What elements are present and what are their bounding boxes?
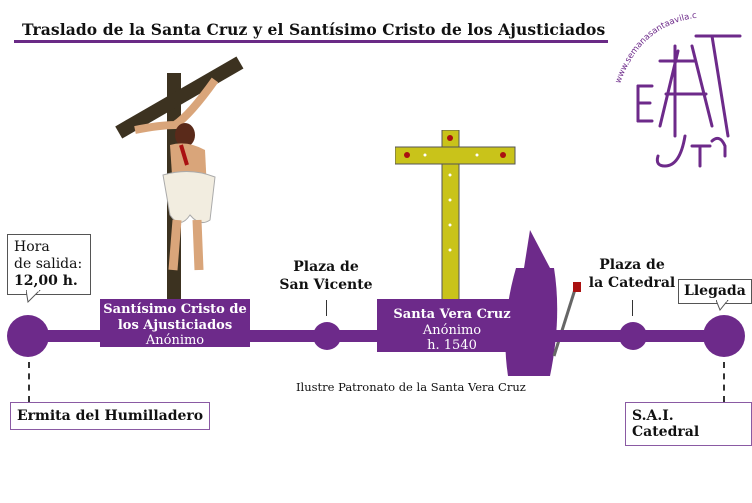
paso-cristo-author: Anónimo	[145, 333, 205, 348]
departure-line2: de salida:	[14, 256, 83, 272]
departure-time: 12,00 h.	[14, 273, 78, 289]
arrival-callout-pointer	[716, 300, 729, 311]
svg-text:www.semanasantaavila.com: www.semanasantaavila.com	[600, 6, 698, 85]
semana-santa-logo: www.semanasantaavila.com	[600, 6, 742, 168]
destination-label: S.A.I. Catedral	[625, 402, 752, 446]
page-title: Traslado de la Santa Cruz y el Santísimo…	[22, 20, 606, 39]
brotherhood-caption: Ilustre Patronato de la Santa Vera Cruz	[296, 380, 526, 394]
origin-leader	[28, 362, 30, 402]
paso-veracruz-box: Santa Vera Cruz Anónimo h. 1540	[377, 299, 527, 353]
cristo-crucifix-image	[115, 56, 244, 300]
paso-cristo-date: S. XVI	[154, 348, 196, 364]
arrival-callout: Llegada	[678, 279, 752, 304]
paso-cristo-box: Santísimo Cristo de los Ajusticiados Anó…	[100, 299, 250, 364]
departure-line1: Hora	[14, 239, 50, 255]
paso-veracruz-date: h. 1540	[427, 338, 477, 353]
san-vicente-tick	[326, 300, 327, 316]
origin-label: Ermita del Humilladero	[10, 402, 211, 430]
stop-label-catedral: Plaza de la Catedral	[588, 257, 676, 291]
paso-cristo-name-1: Santísimo Cristo de	[103, 302, 247, 317]
origin-node	[7, 315, 49, 357]
vera-cruz-image	[395, 130, 516, 300]
paso-veracruz-name: Santa Vera Cruz	[393, 307, 511, 322]
title-underline	[14, 40, 608, 43]
catedral-node	[619, 322, 647, 350]
departure-callout: Hora de salida: 12,00 h.	[7, 234, 91, 295]
destination-node	[703, 315, 745, 357]
paso-cristo-name-2: los Ajusticiados	[117, 317, 233, 333]
departure-callout-pointer	[26, 290, 41, 304]
paso-veracruz-author: Anónimo	[422, 322, 482, 338]
destination-leader	[723, 362, 725, 402]
stop-label-san-vicente: Plaza de San Vicente	[279, 259, 373, 293]
catedral-tick	[632, 300, 633, 316]
san-vicente-node	[313, 322, 341, 350]
